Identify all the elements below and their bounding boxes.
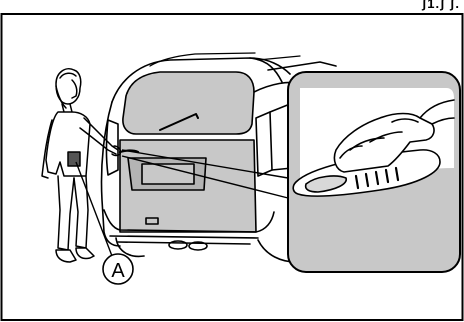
handle-detail-inset [287,71,461,273]
figure-code: ʃ1.ʃ ʃ. [421,0,460,11]
trousers [57,175,75,251]
rear-window [122,71,255,135]
hand [333,112,435,173]
rear-bumper [103,209,275,233]
left-wheel [115,237,145,258]
reaching-arm [83,117,119,151]
vehicle-rear [100,52,337,263]
callout-a: A [75,161,134,285]
figure-border [0,13,464,321]
person [41,68,122,263]
zoom-leaders [121,149,289,199]
key-fob [67,151,81,167]
callout-a-label: A [111,260,125,282]
